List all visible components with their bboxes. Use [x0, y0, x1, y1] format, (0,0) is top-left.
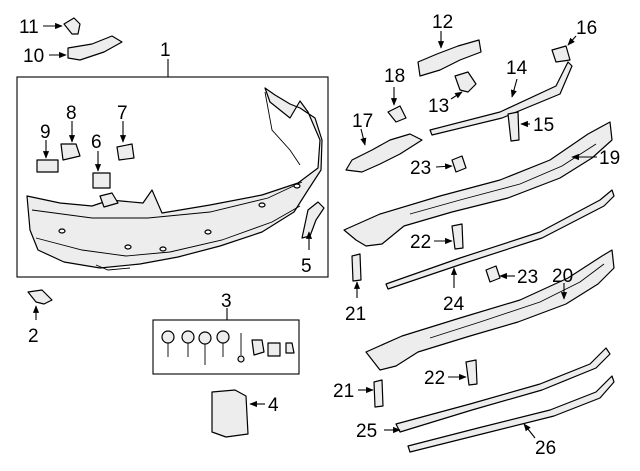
bumper-crease-line	[31, 181, 303, 219]
kit-screw[interactable]	[198, 331, 212, 365]
bracket-8[interactable]	[60, 143, 81, 161]
callout-7: 7	[117, 103, 128, 124]
grease-bag[interactable]	[211, 389, 249, 438]
kit-screw[interactable]	[181, 330, 195, 357]
callout-22b: 22	[424, 368, 445, 389]
hardware-kit-group	[152, 308, 300, 375]
screw-13[interactable]	[454, 71, 477, 93]
clip-16[interactable]	[551, 45, 571, 63]
bumper-cover[interactable]	[26, 87, 323, 269]
molding-24[interactable]	[385, 189, 615, 290]
diffuser-20-rib	[429, 263, 605, 339]
screw-18[interactable]	[387, 105, 407, 123]
callout-labels: 1 2 3 4 5 6 7 8 9 10 11 12 13 14 15 16 1…	[19, 12, 620, 459]
park-sensor-hole	[204, 229, 212, 235]
callout-8: 8	[66, 103, 77, 124]
callout-10: 10	[23, 46, 44, 67]
trim-25[interactable]	[395, 347, 611, 433]
park-sensor-hole	[293, 183, 301, 189]
callout-5: 5	[301, 256, 312, 277]
bumper-lower-line	[35, 205, 301, 257]
callout-6: 6	[91, 132, 102, 153]
callout-20: 20	[552, 266, 573, 287]
hardware-kit-frame	[152, 319, 300, 375]
callout-9: 9	[40, 122, 51, 143]
callout-23b: 23	[517, 267, 538, 288]
strip-26[interactable]	[407, 375, 615, 453]
callout-14-leader	[510, 78, 518, 98]
top-left-fasteners	[43, 17, 123, 61]
kit-clip[interactable]	[251, 339, 265, 356]
callout-23a: 23	[410, 158, 431, 179]
bolt-22[interactable]	[451, 223, 464, 250]
callout-1: 1	[160, 40, 171, 61]
callout-25: 25	[356, 421, 377, 442]
bracket-17[interactable]	[345, 133, 423, 173]
callout-11: 11	[19, 17, 39, 38]
callout-22a: 22	[410, 232, 431, 253]
bolt-15[interactable]	[507, 111, 520, 142]
bolt-2[interactable]	[27, 289, 53, 305]
callout-18: 18	[384, 66, 405, 87]
callout-14: 14	[506, 58, 528, 79]
bracket-6[interactable]	[92, 172, 111, 189]
callout-16: 16	[576, 18, 597, 39]
kit-clip[interactable]	[285, 342, 295, 354]
park-sensor-hole	[58, 228, 66, 234]
callout-2: 2	[28, 326, 39, 347]
park-sensor-hole	[258, 202, 266, 208]
bag-4-group	[211, 389, 265, 438]
callout-16-leader	[567, 35, 577, 46]
kit-pin[interactable]	[237, 333, 245, 363]
callout-19: 19	[599, 148, 620, 169]
callout-4: 4	[268, 395, 279, 416]
callout-3: 3	[221, 291, 232, 312]
clip-23[interactable]	[485, 265, 501, 283]
diffuser-20[interactable]	[365, 249, 615, 371]
bracket-7[interactable]	[116, 143, 135, 161]
bolt-22[interactable]	[465, 359, 478, 386]
callout-26: 26	[535, 438, 556, 459]
callout-13-leader	[450, 91, 463, 100]
bolt-2-group	[27, 289, 53, 320]
bracket-10[interactable]	[67, 35, 123, 61]
bolt-21[interactable]	[373, 379, 384, 408]
callout-21a: 21	[345, 304, 366, 325]
bumper-corner-line	[264, 91, 301, 166]
callout-26-leader	[523, 423, 536, 439]
bumper-cover-group	[16, 59, 329, 278]
bumper-cover-frame	[16, 76, 329, 278]
callout-17: 17	[352, 111, 373, 132]
strip-14[interactable]	[429, 61, 573, 136]
callout-13: 13	[428, 96, 449, 117]
screw-11[interactable]	[63, 17, 81, 35]
callout-15: 15	[533, 115, 554, 136]
bolt-21[interactable]	[351, 253, 362, 282]
park-sensor-hole	[159, 246, 167, 252]
clip-23[interactable]	[451, 155, 467, 173]
callout-24: 24	[443, 294, 465, 315]
bracket-12[interactable]	[417, 39, 482, 77]
park-sensor-hole	[124, 244, 132, 250]
kit-screw[interactable]	[216, 330, 230, 357]
tow-hook-cover[interactable]	[99, 192, 119, 208]
kit-screw[interactable]	[161, 330, 175, 357]
callout-17-leader	[360, 128, 367, 146]
callout-12: 12	[432, 12, 453, 33]
bracket-9[interactable]	[36, 159, 59, 173]
kit-clip[interactable]	[267, 342, 281, 357]
right-side-parts	[343, 31, 615, 453]
diffuser-19[interactable]	[343, 121, 613, 247]
bracket-5[interactable]	[301, 201, 325, 239]
callout-21b: 21	[333, 381, 354, 402]
callout-23a-leader	[435, 163, 453, 170]
bumper-bottom-edge	[95, 264, 131, 271]
